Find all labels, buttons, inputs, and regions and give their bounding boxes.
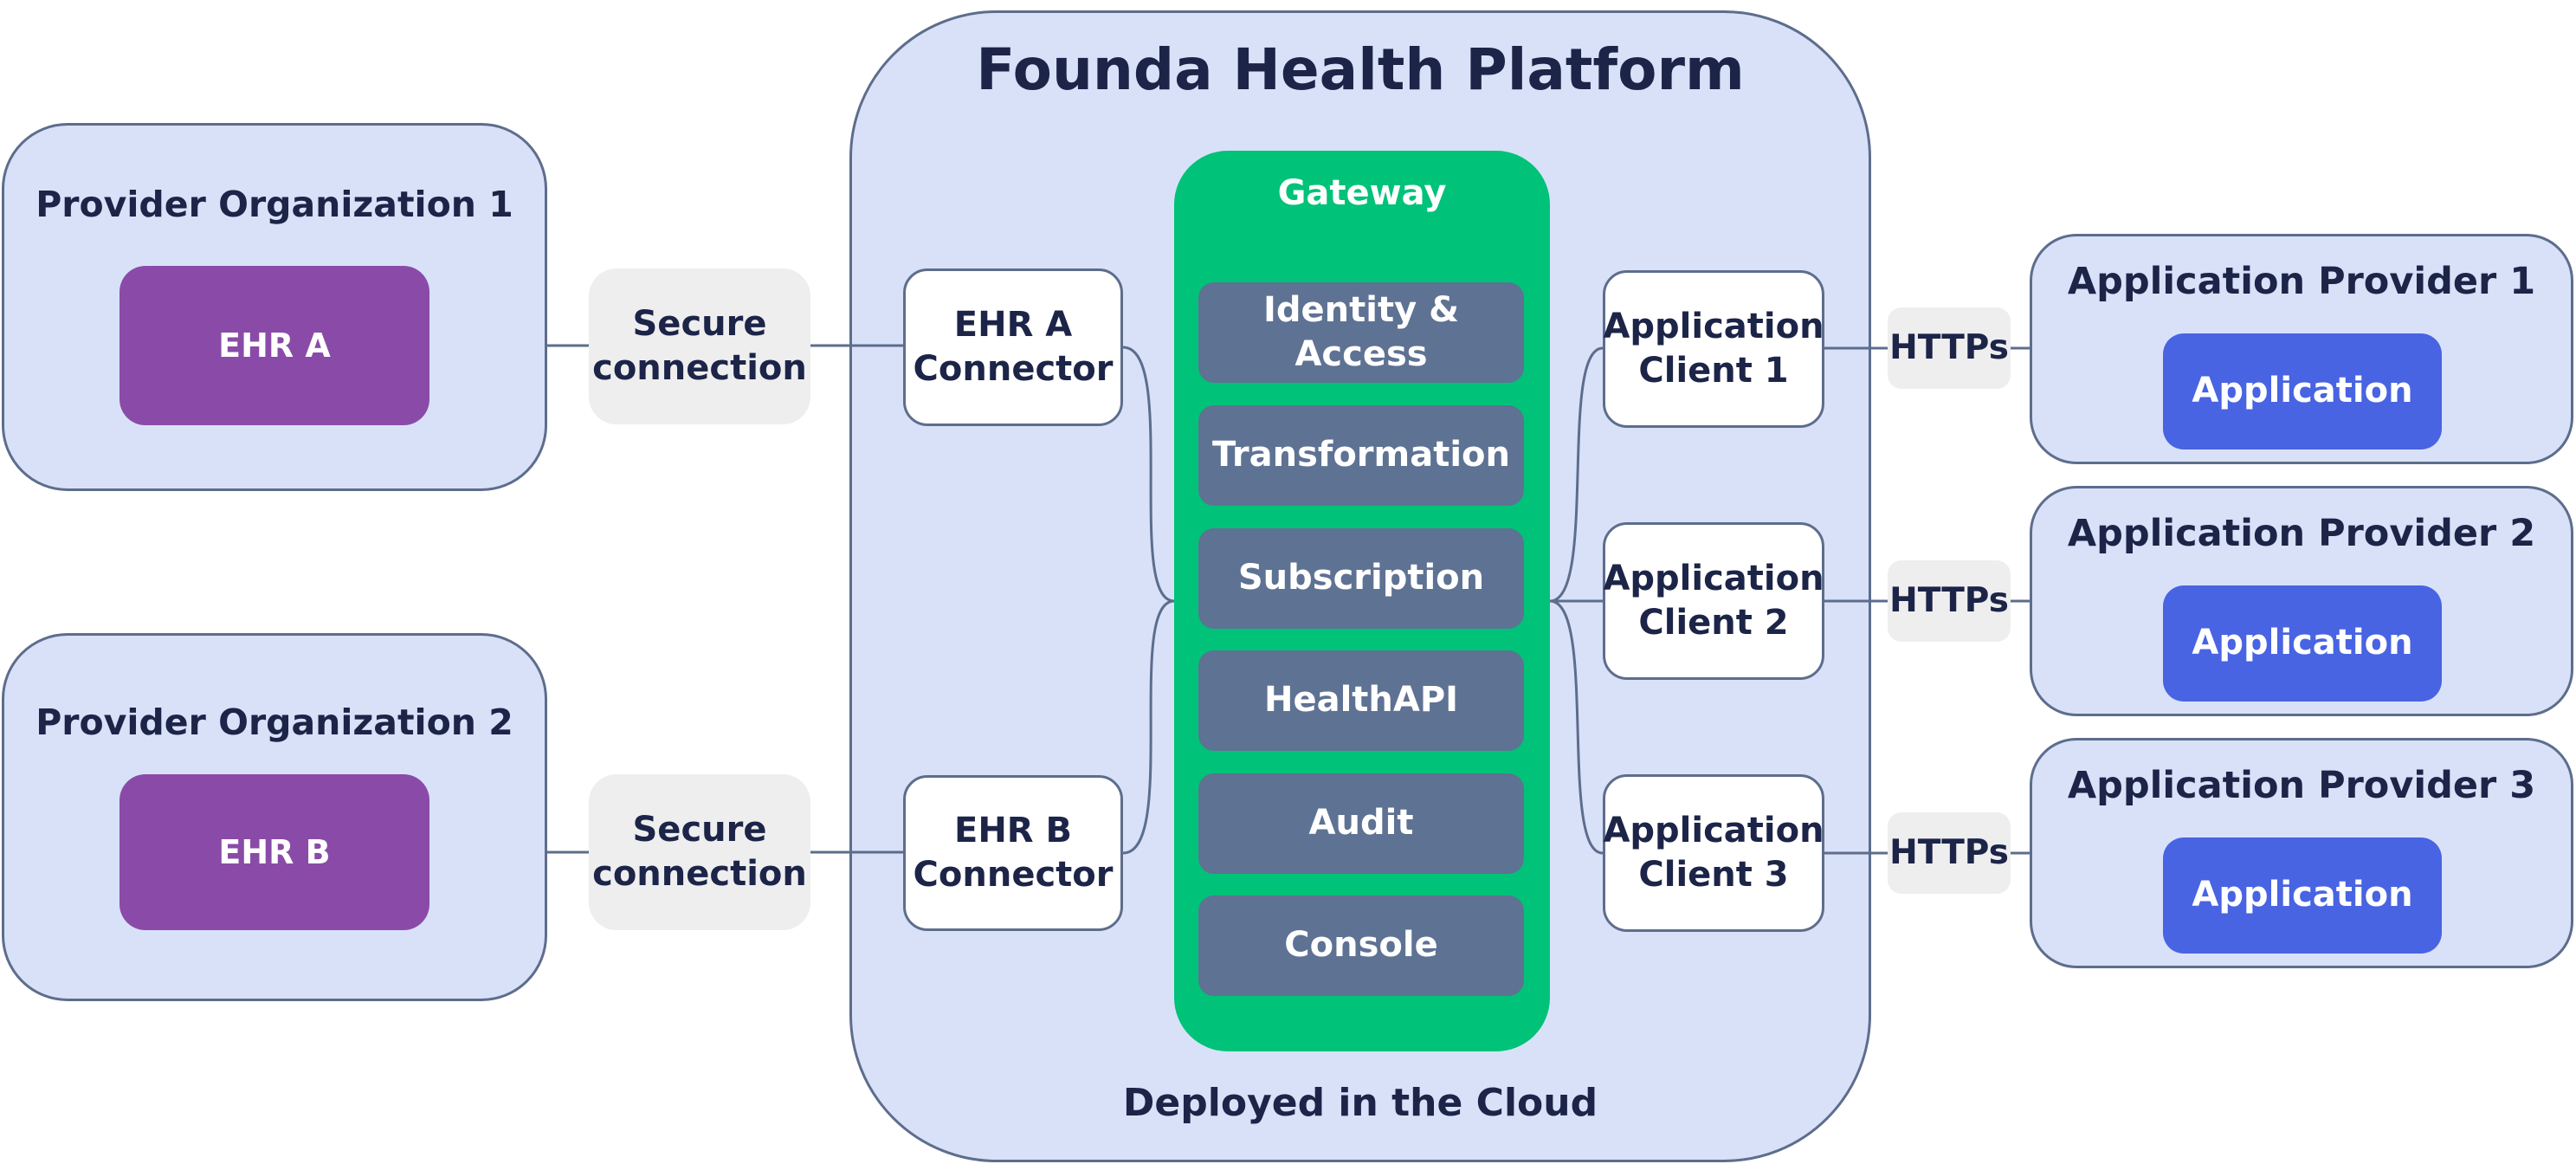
gateway-module-identity-access: Identity & Access <box>1198 282 1524 383</box>
ehr-b-box: EHR B <box>119 774 429 930</box>
gateway-title: Gateway <box>1277 173 1447 213</box>
https-label-2: HTTPs <box>1888 560 2011 642</box>
gateway-module-audit: Audit <box>1198 773 1524 874</box>
curve-gateway-client-3 <box>1549 599 1604 855</box>
gateway-module-transformation: Transformation <box>1198 405 1524 506</box>
application-provider-2-title: Application Provider 2 <box>2067 512 2536 555</box>
platform-footer: Deployed in the Cloud <box>1122 1081 1598 1125</box>
application-client-1: Application Client 1 <box>1603 270 1824 428</box>
ehr-a-connector: EHR A Connector <box>903 268 1123 426</box>
gateway-module-healthapi: HealthAPI <box>1198 650 1524 751</box>
curve-connector-a-gateway <box>1122 346 1175 603</box>
secure-connection-label-1: Secure connection <box>589 268 810 424</box>
application-client-2: Application Client 2 <box>1603 522 1824 680</box>
gateway-module-subscription: Subscription <box>1198 528 1524 629</box>
provider-organization-2-title: Provider Organization 2 <box>36 702 513 743</box>
ehr-b-connector: EHR B Connector <box>903 775 1123 931</box>
ehr-a-box: EHR A <box>119 266 429 425</box>
secure-connection-label-2: Secure connection <box>589 774 810 930</box>
platform-title: Founda Health Platform <box>976 36 1745 103</box>
application-box-3: Application <box>2163 837 2442 954</box>
https-label-1: HTTPs <box>1888 307 2011 389</box>
application-box-2: Application <box>2163 585 2442 702</box>
curve-connector-b-gateway <box>1122 599 1175 855</box>
application-client-3: Application Client 3 <box>1603 774 1824 932</box>
curve-gateway-client-1 <box>1549 346 1604 603</box>
application-provider-3-title: Application Provider 3 <box>2067 764 2536 807</box>
application-provider-1-title: Application Provider 1 <box>2067 260 2536 303</box>
application-box-1: Application <box>2163 333 2442 449</box>
gateway-module-console: Console <box>1198 896 1524 996</box>
provider-organization-1-title: Provider Organization 1 <box>36 184 513 225</box>
https-label-3: HTTPs <box>1888 812 2011 894</box>
